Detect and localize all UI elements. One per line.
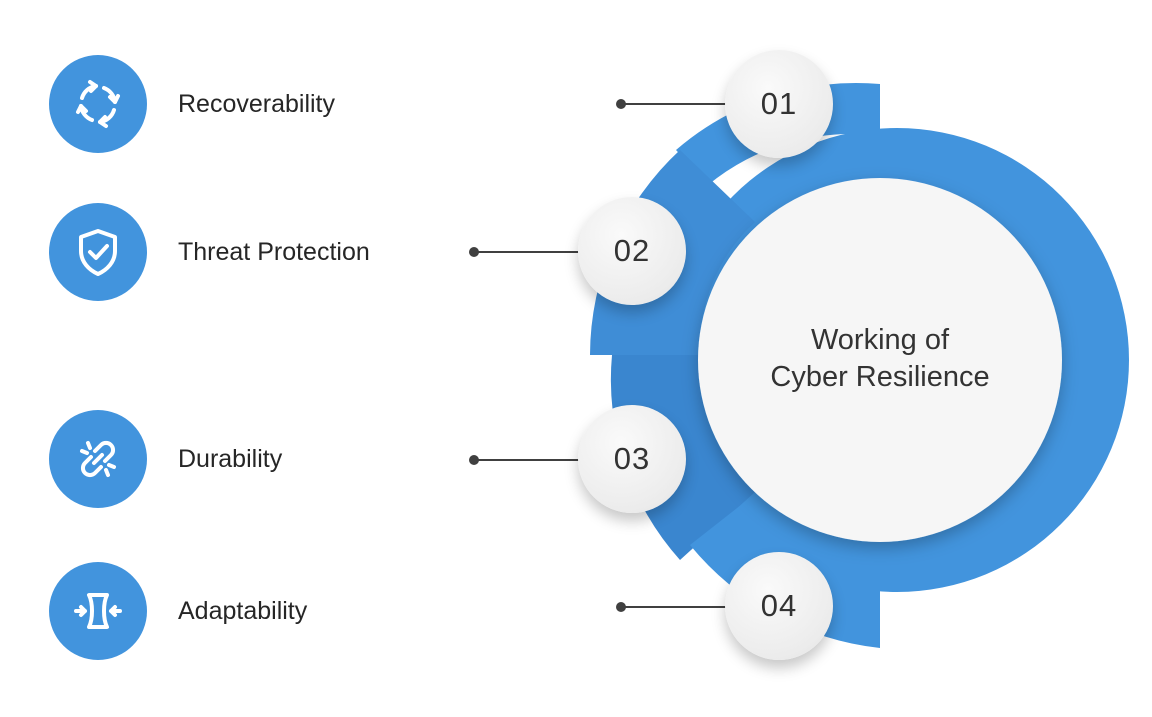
item-label-durability: Durability xyxy=(178,445,283,473)
connector-01 xyxy=(616,99,746,109)
number-badge-04: 04 xyxy=(725,552,833,660)
item-label-threat-protection: Threat Protection xyxy=(178,238,370,266)
shield-check-icon xyxy=(49,203,147,301)
center-disc xyxy=(698,178,1062,542)
number-badge-01: 01 xyxy=(725,50,833,158)
item-label-recoverability: Recoverability xyxy=(178,90,336,118)
center-title: Working of Cyber Resilience xyxy=(720,322,1040,396)
center-title-line2: Cyber Resilience xyxy=(770,361,990,393)
connector-02 xyxy=(469,247,599,257)
broken-link-icon xyxy=(49,410,147,508)
connector-03 xyxy=(469,455,599,465)
connector-04 xyxy=(616,602,746,612)
recycle-arrows-icon xyxy=(49,55,147,153)
center-title-line1: Working of xyxy=(810,324,950,356)
item-label-adaptability: Adaptability xyxy=(178,597,308,625)
compress-arrows-icon xyxy=(49,562,147,660)
number-badge-02: 02 xyxy=(578,197,686,305)
number-badge-03: 03 xyxy=(578,405,686,513)
